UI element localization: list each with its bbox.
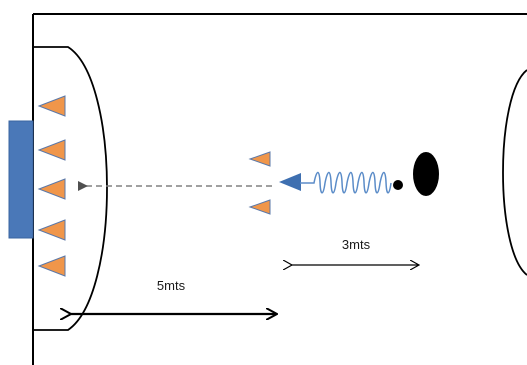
player [413, 152, 439, 196]
dimension-label-3mts: 3mts [342, 237, 371, 252]
ball [393, 180, 403, 190]
small-cone-bottom [248, 199, 271, 215]
movement-arrow-head [279, 173, 301, 191]
cone [37, 95, 66, 117]
small-cone-top [248, 151, 271, 167]
dimension-label-5mts: 5mts [157, 278, 186, 293]
dribble-spring-line [300, 171, 392, 194]
goal [8, 120, 34, 239]
cone [37, 255, 66, 277]
cone [37, 139, 66, 161]
cone [37, 219, 66, 241]
cone [37, 178, 66, 200]
right-circle-arc [502, 69, 527, 276]
